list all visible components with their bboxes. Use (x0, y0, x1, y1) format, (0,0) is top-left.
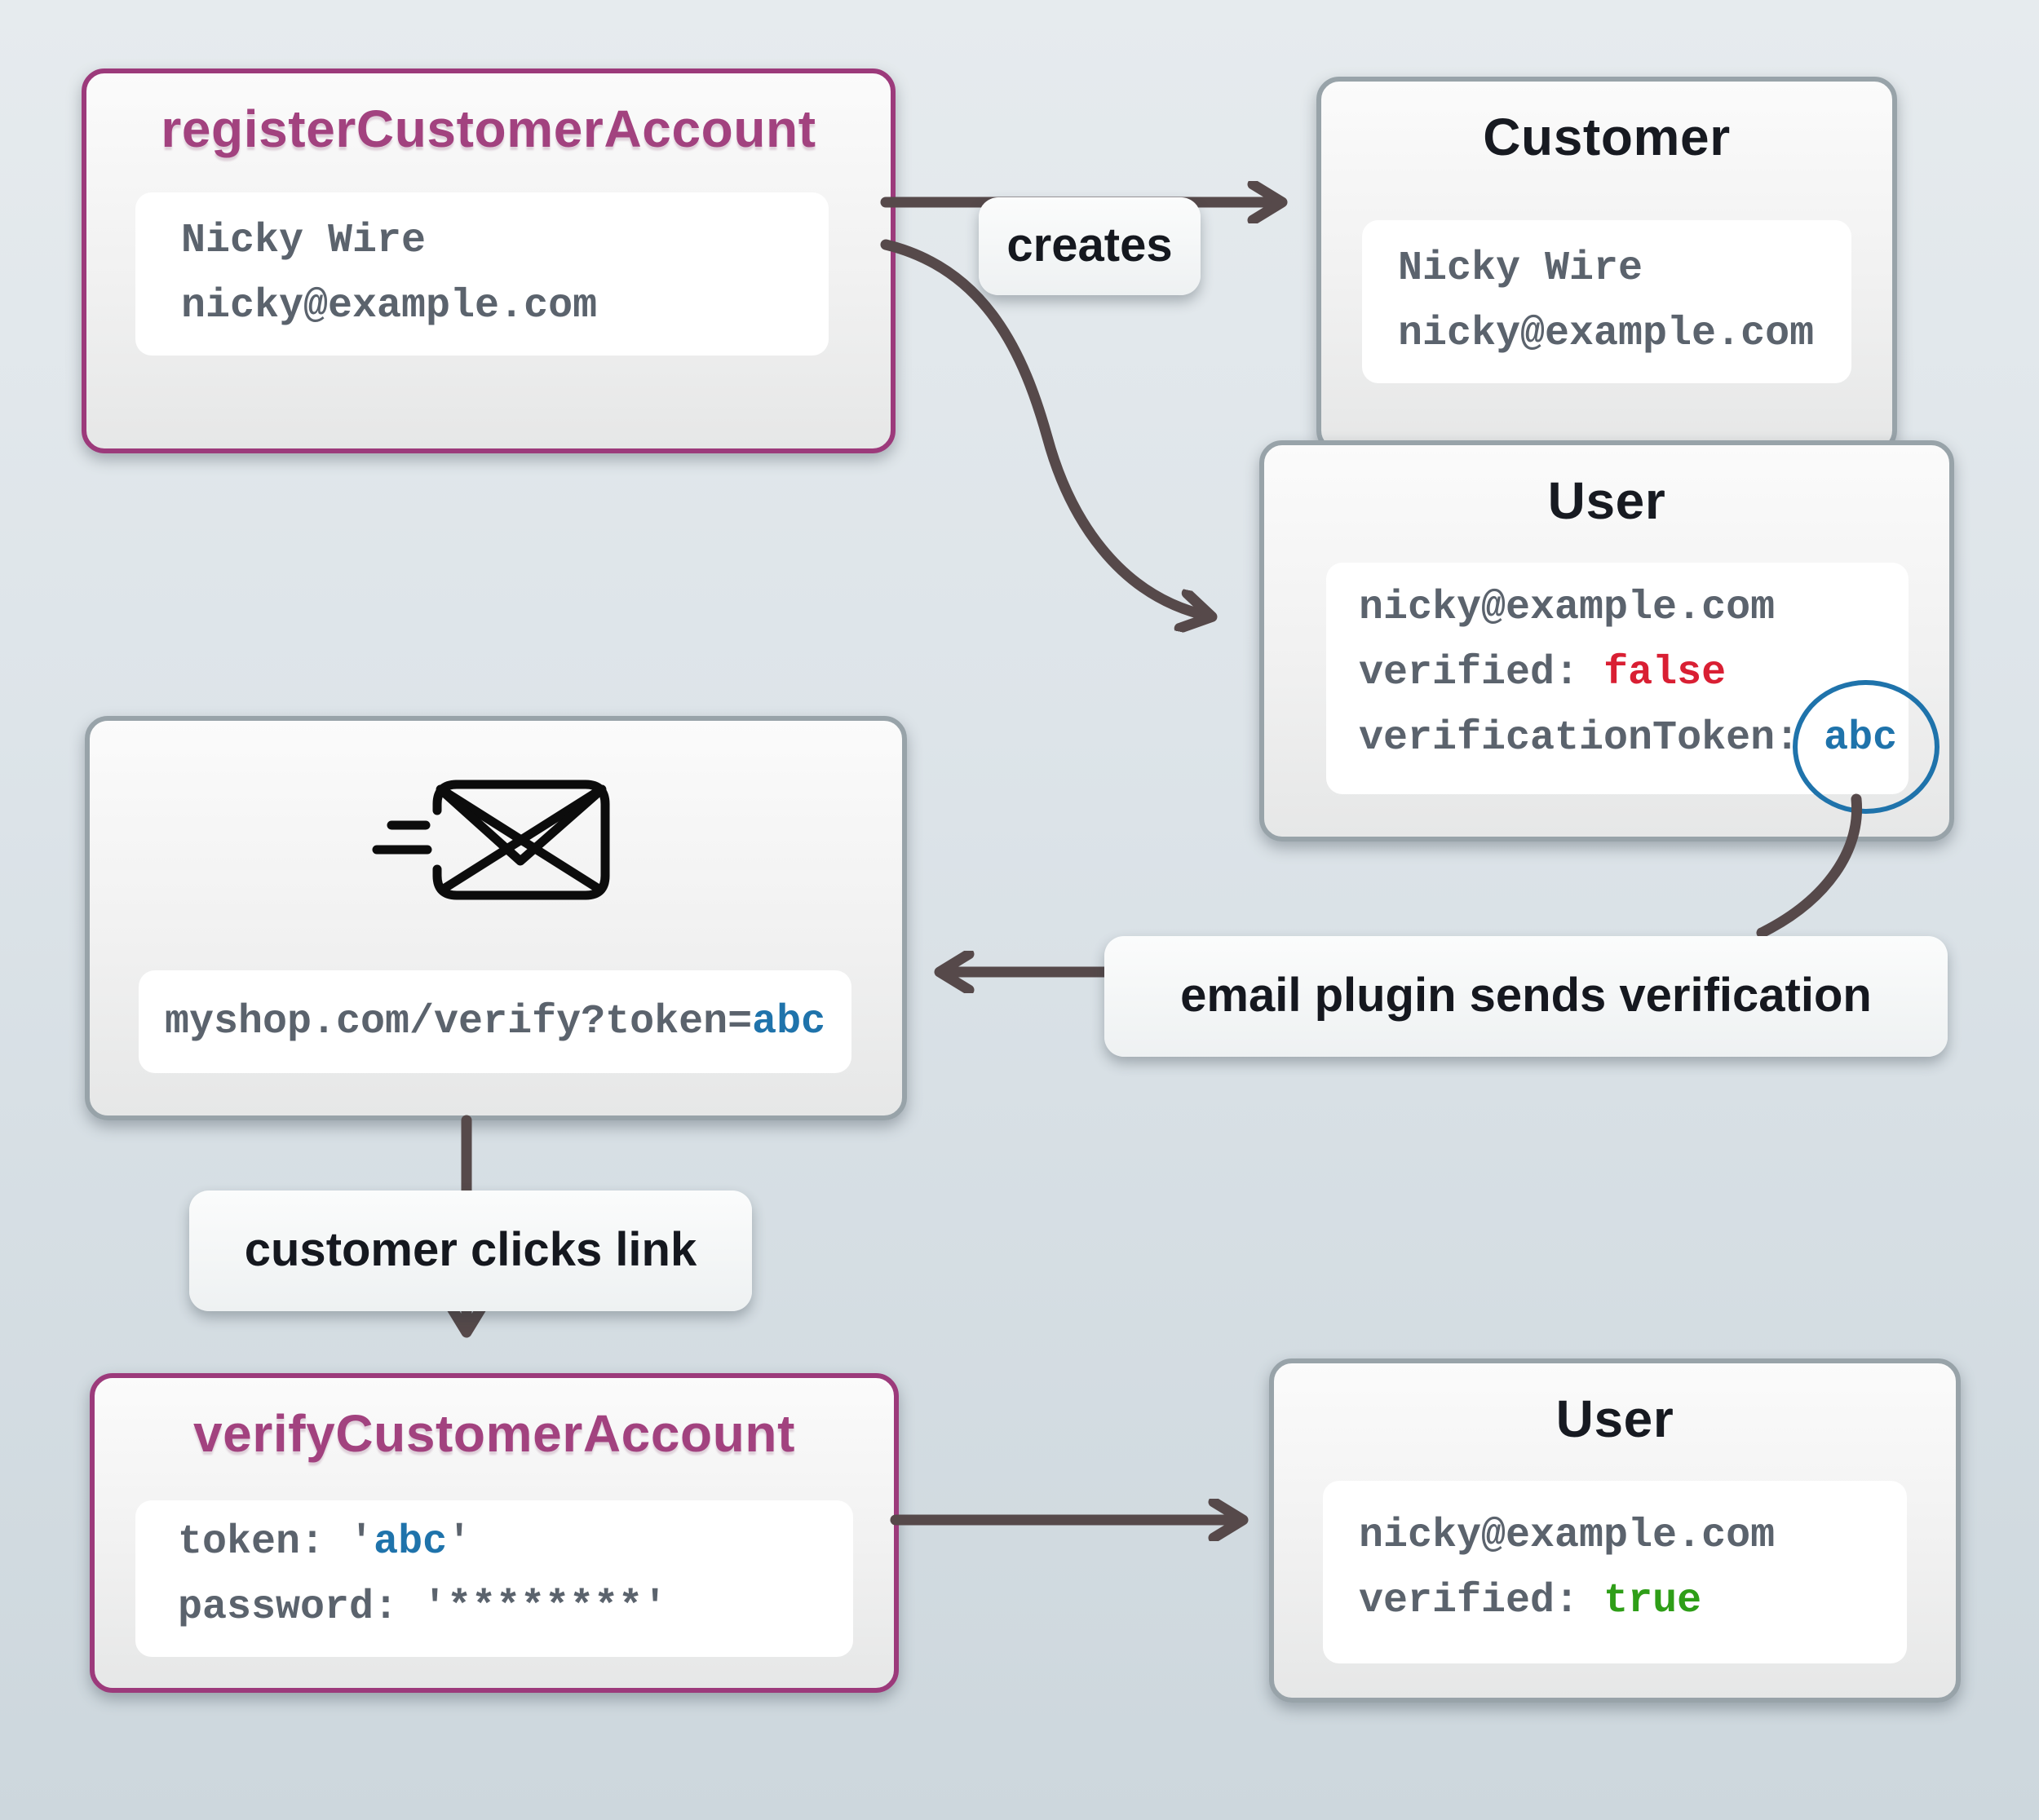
user-verified-line: verified: true (1359, 1569, 1907, 1634)
customer-clicks-link-label: customer clicks link (189, 1191, 752, 1311)
verification-url-line: myshop.com/verify?token=abc (165, 989, 825, 1054)
creates-user-curve-arrow (880, 239, 1210, 616)
customer-name-text: Nicky Wire (1398, 245, 1643, 292)
user-verified-line: verified: false (1359, 641, 1909, 706)
verify-payload-card: token: 'abc' password: '********' (135, 1500, 853, 1657)
user-unverified-entity-box: User nicky@example.com verified: false v… (1259, 440, 1954, 842)
user-email-text: nicky@example.com (1359, 584, 1776, 631)
verify-customer-account-box: verifyCustomerAccount token: 'abc' passw… (90, 1373, 899, 1693)
user-record-card: nicky@example.com verified: true (1323, 1481, 1907, 1663)
verified-value-true: true (1603, 1577, 1702, 1624)
token-value: abc (374, 1518, 448, 1566)
customer-email-text: nicky@example.com (1398, 310, 1815, 357)
email-plugin-label: email plugin sends verification (1104, 936, 1948, 1057)
customer-record-card: Nicky Wire nicky@example.com (1362, 220, 1851, 383)
customer-name-text: Nicky Wire (181, 217, 427, 264)
register-payload-card: Nicky Wire nicky@example.com (135, 192, 829, 356)
customer-box-title: Customer (1483, 108, 1731, 166)
token-highlight-circle (1793, 680, 1939, 814)
close-quote: ' (447, 1518, 472, 1566)
url-token-value: abc (752, 997, 826, 1045)
user-verified-entity-box: User nicky@example.com verified: true (1269, 1358, 1961, 1703)
user-email-text: nicky@example.com (1359, 1512, 1776, 1559)
verified-key: verified: (1359, 1577, 1604, 1624)
password-value: '********' (422, 1584, 668, 1631)
register-box-title: registerCustomerAccount (161, 99, 816, 158)
verified-key: verified: (1359, 649, 1604, 696)
verification-email-box: myshop.com/verify?token=abc (85, 716, 907, 1120)
token-key: token: (178, 1518, 350, 1566)
email-send-icon (372, 780, 610, 900)
password-key: password: (178, 1584, 423, 1631)
verified-value-false: false (1603, 649, 1727, 696)
verify-box-title: verifyCustomerAccount (192, 1404, 796, 1463)
verification-link-card: myshop.com/verify?token=abc (139, 970, 851, 1073)
creates-label: creates (979, 197, 1201, 295)
customer-entity-box: Customer Nicky Wire nicky@example.com (1316, 77, 1897, 453)
open-quote: ' (349, 1518, 374, 1566)
verification-token-key: verificationToken: (1359, 714, 1824, 762)
customer-email-text: nicky@example.com (181, 282, 598, 329)
user-box-title: User (1547, 471, 1666, 530)
url-prefix-text: myshop.com/verify?token= (165, 997, 753, 1045)
user-box-title: User (1555, 1389, 1674, 1448)
token-line: token: 'abc' (178, 1510, 853, 1575)
register-customer-account-box: registerCustomerAccount Nicky Wire nicky… (82, 68, 896, 453)
password-line: password: '********' (178, 1575, 853, 1641)
